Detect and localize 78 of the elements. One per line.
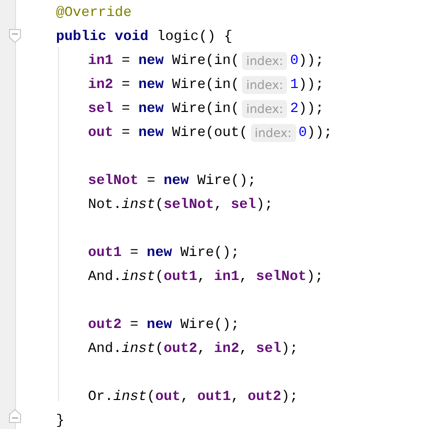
parameter-hint: index: (242, 100, 288, 118)
code-text: logic() { (156, 28, 232, 46)
code-text: , (214, 196, 222, 214)
code-text: ( (155, 340, 164, 358)
keyword: new (138, 124, 164, 142)
code-text: Wire(in( (172, 76, 240, 94)
code-text: And. (88, 268, 122, 286)
keyword: new (146, 316, 172, 334)
number-literal: 2 (290, 100, 299, 118)
code-text: = (130, 244, 138, 262)
method-name: inst (122, 196, 156, 214)
variable-name: in2 (214, 340, 240, 358)
keyword: new (146, 244, 172, 262)
code-text: ); (306, 268, 324, 286)
variable-name: in1 (88, 52, 114, 70)
variable-name: sel (256, 340, 282, 358)
code-text: = (122, 100, 130, 118)
method-name: inst (122, 268, 156, 286)
method-name: inst (122, 340, 156, 358)
keyword: new (164, 172, 189, 190)
parameter-hint: index: (250, 124, 296, 142)
code-text: ( (155, 196, 164, 214)
code-text: , (239, 340, 248, 358)
variable-name: selNot (164, 196, 214, 214)
parameter-hint: index: (242, 76, 288, 94)
variable-name: sel (230, 196, 256, 214)
method-name: inst (113, 388, 147, 406)
code-text: = (130, 316, 138, 334)
code-text: = (122, 124, 130, 142)
code-text: Wire(); (180, 316, 240, 334)
variable-name: out (88, 124, 114, 142)
keyword: new (138, 100, 164, 118)
code-text: , (239, 268, 248, 286)
code-text: Wire(out( (172, 124, 248, 142)
code-text: , (230, 388, 240, 406)
annotation: @Override (56, 4, 132, 22)
code-text: Not. (88, 196, 122, 214)
code-text: ); (256, 196, 273, 214)
code-text: Wire(in( (172, 100, 240, 118)
variable-name: out1 (164, 268, 198, 286)
code-text: = (146, 172, 156, 190)
number-literal: 0 (298, 124, 307, 142)
number-literal: 0 (290, 52, 299, 70)
code-text: Wire(in( (172, 52, 240, 70)
code-text: Or. (88, 388, 114, 406)
code-text: )); (298, 76, 324, 94)
code-text: )); (298, 100, 324, 118)
code-text: )); (298, 52, 324, 70)
code-text: And. (88, 340, 122, 358)
parameter-hint: index: (242, 52, 288, 70)
variable-name: out2 (164, 340, 198, 358)
code-text: , (180, 388, 189, 406)
variable-name: selNot (256, 268, 306, 286)
variable-name: out1 (88, 244, 122, 262)
code-text: , (197, 268, 206, 286)
code-text: ( (146, 388, 156, 406)
keyword: new (138, 52, 164, 70)
variable-name: out1 (197, 388, 231, 406)
code-text: )); (306, 124, 332, 142)
variable-name: in1 (214, 268, 240, 286)
code-text: , (197, 340, 206, 358)
code-text: ); (281, 340, 298, 358)
variable-name: out2 (248, 388, 282, 406)
code-text: = (122, 76, 130, 94)
code-text: Wire(); (180, 244, 240, 262)
number-literal: 1 (290, 76, 299, 94)
code-text: ); (281, 388, 298, 406)
variable-name: in2 (88, 76, 114, 94)
code-text: ( (155, 268, 164, 286)
keyword: public void (56, 28, 148, 46)
variable-name: out (155, 388, 180, 406)
code-text: } (56, 412, 64, 429)
variable-name: sel (88, 100, 114, 118)
variable-name: out2 (88, 316, 122, 334)
variable-name: selNot (88, 172, 138, 190)
code-text: = (122, 52, 130, 70)
code-text: Wire(); (197, 172, 256, 190)
keyword: new (138, 76, 164, 94)
